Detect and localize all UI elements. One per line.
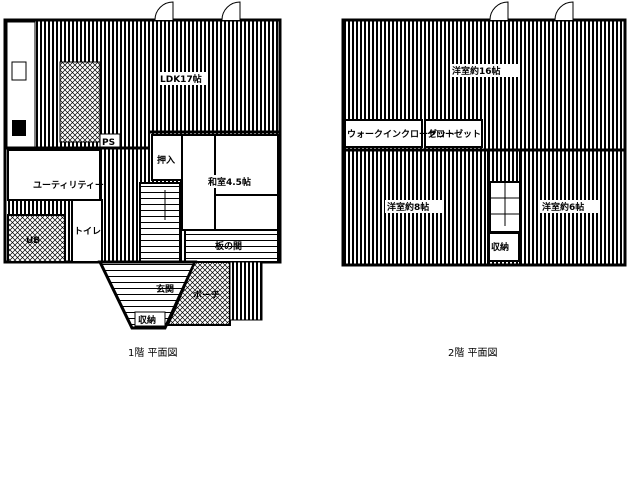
label-ub: UB <box>26 236 40 246</box>
sink-icon <box>11 61 27 81</box>
genkan-area <box>97 260 198 330</box>
label-oshiire: 押入 <box>157 154 175 166</box>
label-ldk: LDK17帖 <box>160 73 202 85</box>
dining-table <box>59 61 101 143</box>
ub-room <box>7 214 66 263</box>
floor-2-plan: 洋室約16帖 ウォークインクローゼット クローゼット 洋室約8帖 洋室約6帖 収… <box>341 1 627 267</box>
porch-area <box>166 261 231 326</box>
stairs-1f <box>139 182 181 263</box>
door-icon <box>154 1 174 21</box>
toilet-room <box>71 199 103 263</box>
closet-room <box>424 119 483 148</box>
floor-1-plan: LDK17帖 PS 押入 和室4.5帖 ユーティリティー トイレ UB 板の間 … <box>3 1 282 330</box>
label-porch: ポーチ <box>193 289 220 301</box>
storage-2f <box>488 232 520 262</box>
label-genkan: 玄関 <box>156 283 174 295</box>
wic-room <box>344 119 423 148</box>
label-ps: PS <box>102 138 115 148</box>
stove-icon <box>12 120 26 136</box>
door-icon <box>554 1 574 21</box>
label-storage-1f: 収納 <box>138 314 156 326</box>
label-closet: クローゼット <box>427 128 481 140</box>
label-western8: 洋室約8帖 <box>387 201 429 213</box>
floor-2-caption: 2階 平面図 <box>448 347 498 359</box>
label-storage-2f: 収納 <box>491 241 509 253</box>
label-itanoma: 板の間 <box>215 240 242 252</box>
floor-1-caption: 1階 平面図 <box>128 347 178 359</box>
door-icon <box>221 1 241 21</box>
label-toilet: トイレ <box>74 226 101 237</box>
label-wic: ウォークインクローゼット <box>347 128 455 140</box>
label-washitsu: 和室4.5帖 <box>207 176 251 188</box>
door-icon <box>489 1 509 21</box>
storage-1f <box>134 311 166 327</box>
entry-steps <box>229 261 263 321</box>
label-utility: ユーティリティー <box>33 180 104 191</box>
label-western16: 洋室約16帖 <box>452 65 501 77</box>
utility-room <box>7 149 101 201</box>
label-western6: 洋室約6帖 <box>542 201 584 213</box>
oshiire-room <box>151 134 183 181</box>
